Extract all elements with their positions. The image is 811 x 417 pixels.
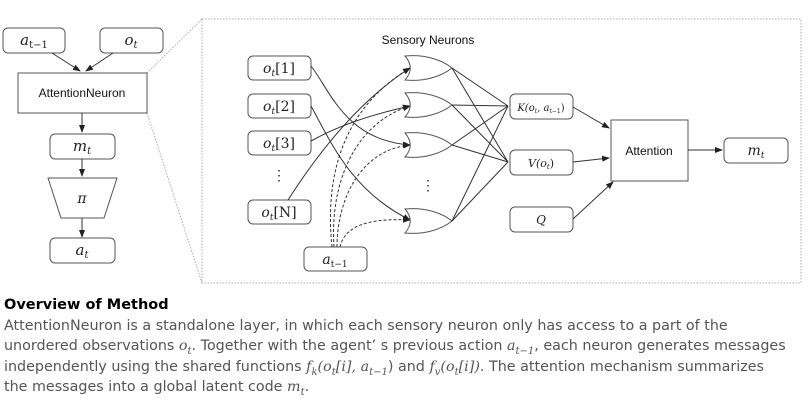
sensory-neuron-2 [403, 92, 453, 118]
detail-diagram: Sensory Neurons ot[1] ot[2] ot[3] ⋮ ot[N… [247, 33, 789, 272]
caption-text: unordered observations [4, 338, 179, 354]
message-label: mt [73, 137, 92, 157]
arrow-value-to-attention [572, 155, 610, 163]
neuron-to-kv-connections [451, 67, 509, 222]
math-prev-action: at−1 [506, 338, 535, 357]
edge-a-to-n3 [336, 142, 411, 248]
key-box [509, 93, 574, 120]
caption-title: Overview of Method [4, 297, 169, 313]
detail-prev-action-label: at−1 [322, 252, 347, 270]
svg-text:ot[N]: ot[N] [261, 205, 296, 223]
sensory-neurons-title: Sensory Neurons [382, 33, 475, 47]
svg-text:ot[2]: ot[2] [263, 99, 295, 117]
edge-o2-to-n4 [310, 105, 411, 221]
caption-text: ) and [387, 358, 430, 375]
arrow-observation [85, 52, 114, 72]
value-box [509, 149, 574, 176]
caption-text: . Together with the agent’ s previous ac… [191, 338, 507, 354]
math-latent-code: mt [287, 379, 305, 398]
prev-action-label: at−1 [20, 31, 48, 51]
observation-chunk-3: ot[3] [247, 130, 312, 156]
query-label: Q [536, 213, 546, 227]
query-box [509, 206, 574, 233]
observation-label: ot [124, 31, 138, 51]
output-box [723, 137, 789, 164]
detail-frame [201, 18, 802, 284]
observation-ellipsis: ⋮ [272, 168, 286, 184]
caption: Overview of Method AttentionNeuron is a … [4, 295, 809, 398]
edge-a-to-n2 [333, 105, 411, 248]
edge-o3-to-n2 [310, 104, 411, 142]
value-label: V(ot) [528, 157, 554, 171]
neuron-ellipsis: ⋮ [421, 178, 435, 194]
observation-chunk-2: ot[2] [247, 93, 312, 119]
edge-a-to-n4 [339, 216, 411, 248]
caption-text: , each neuron generates messages [534, 338, 786, 354]
key-label: K(ot, at−1) [516, 103, 564, 115]
caption-text: . The attention mechanism summarizes [479, 358, 764, 375]
attention-neuron-label: AttentionNeuron [39, 86, 126, 100]
svg-text:ot[1]: ot[1] [263, 61, 295, 79]
detail-prev-action-box [303, 246, 368, 272]
svg-text:ot[3]: ot[3] [263, 136, 295, 154]
action-box [49, 237, 116, 264]
output-label: mt [748, 143, 765, 161]
policy-label: π [76, 191, 87, 207]
edge-a-to-n1 [329, 67, 411, 248]
method-diagram: at−1 ot AttentionNeuron mt π at Sensory … [2, 18, 802, 284]
caption-text: independently using the shared functions [4, 358, 307, 375]
sensory-neuron-4 [403, 208, 453, 234]
prev-action-connections [329, 67, 411, 248]
action-label: at [76, 241, 90, 261]
policy-trapezoid [47, 177, 118, 219]
zoom-guide-bottom [146, 112, 203, 284]
edge-o1-to-n3 [310, 65, 411, 148]
arrow-prev-action [51, 52, 81, 72]
attention-label: Attention [625, 144, 672, 158]
left-diagram: at−1 ot AttentionNeuron mt π at [2, 27, 164, 264]
caption-body: AttentionNeuron is a standalone layer, i… [4, 316, 809, 398]
observation-box [99, 27, 164, 54]
caption-text: . [304, 379, 310, 395]
caption-text: the messages into a global latent code [4, 379, 288, 395]
sensory-neuron-1 [403, 55, 453, 81]
prev-action-box [2, 27, 66, 54]
zoom-guide-top [146, 18, 203, 74]
math-observations: ot [178, 338, 192, 357]
attention-neuron-box [17, 72, 148, 114]
arrow-key-to-attention [572, 106, 610, 129]
arrow-query-to-attention [572, 181, 614, 220]
sensory-neuron-3 [403, 132, 453, 158]
observation-chunk-1: ot[1] [247, 55, 312, 81]
observation-chunk-n: ot[N] [247, 199, 312, 225]
caption-line-1: AttentionNeuron is a standalone layer, i… [4, 317, 728, 334]
math-fk: fk(ot[i], at−1 [306, 358, 388, 378]
math-fv: fv(ot[i]) [429, 358, 480, 378]
